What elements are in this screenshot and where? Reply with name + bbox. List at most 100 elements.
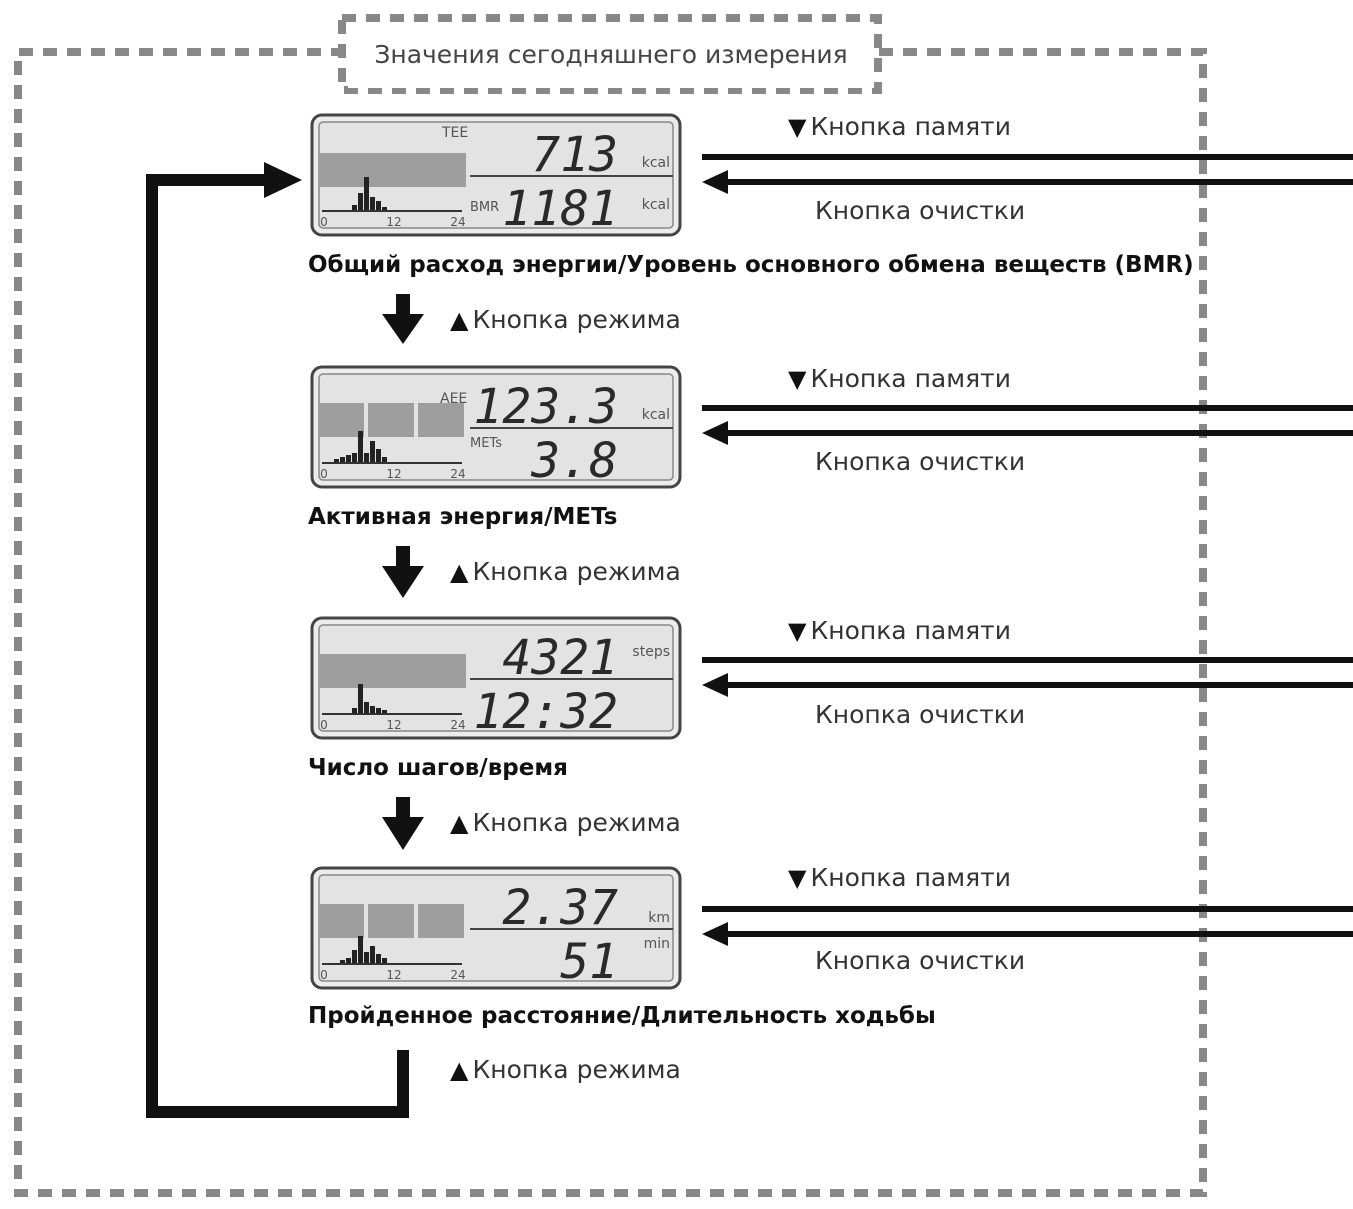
histogram-bar <box>376 954 381 964</box>
histogram-bar <box>358 684 363 714</box>
mode-button-text: Кнопка режима <box>472 305 681 334</box>
histogram-bar <box>364 702 369 714</box>
lcd-bottom-value: 3.8 <box>530 433 618 489</box>
histogram-bar <box>376 708 381 714</box>
histogram-bar <box>376 449 381 463</box>
mode-button-label: ▲Кнопка режима <box>450 305 681 334</box>
dashed-frame <box>14 14 1207 1197</box>
axis-tick-label: 12 <box>386 215 401 229</box>
lcd-top-value: 123.3 <box>474 379 619 435</box>
mode-button-text: Кнопка режима <box>472 1055 681 1084</box>
histogram-band <box>318 904 364 938</box>
lcd-bottom-value: 51 <box>560 934 618 990</box>
down-arrow-icon <box>382 294 424 344</box>
lcd-top-value: 713 <box>531 127 618 183</box>
screen-caption: Общий расход энергии/Уровень основного о… <box>308 252 1194 278</box>
mode-button-text: Кнопка режима <box>472 808 681 837</box>
axis-tick-label: 0 <box>320 968 328 982</box>
histogram-bar <box>370 441 375 463</box>
histogram-bar <box>346 455 351 463</box>
down-arrow-icon <box>382 546 424 598</box>
histogram-bar <box>382 457 387 463</box>
up-triangle-icon: ▲ <box>450 306 469 334</box>
memory-button-text: Кнопка памяти <box>810 863 1011 892</box>
memory-button-label: ▼Кнопка памяти <box>788 364 1011 393</box>
histogram-bar <box>364 952 369 964</box>
histogram-band <box>368 904 414 938</box>
histogram-bar <box>334 459 339 463</box>
histogram-band <box>318 654 466 688</box>
memory-button-label: ▼Кнопка памяти <box>788 112 1011 141</box>
histogram-bar <box>358 936 363 964</box>
histogram-band <box>368 403 414 437</box>
lcd-top-unit: kcal <box>642 155 670 171</box>
axis-tick-label: 0 <box>320 718 328 732</box>
up-triangle-icon: ▲ <box>450 809 469 837</box>
histogram-bar <box>370 946 375 964</box>
axis-tick-label: 24 <box>450 718 465 732</box>
axis-tick-label: 12 <box>386 467 401 481</box>
axis-tick-label: 24 <box>450 215 465 229</box>
histogram-band <box>418 904 464 938</box>
lcd-top-unit: km <box>648 910 670 926</box>
mode-button-label: ▲Кнопка режима <box>450 557 681 586</box>
axis-tick-label: 24 <box>450 467 465 481</box>
histogram-bar <box>376 201 381 211</box>
histogram-bar <box>358 193 363 211</box>
histogram-bar <box>370 706 375 714</box>
histogram-bar <box>352 453 357 463</box>
memory-button-label: ▼Кнопка памяти <box>788 616 1011 645</box>
lcd-bottom-value: 1181 <box>502 181 618 237</box>
screen-caption: Активная энергия/METs <box>308 504 618 530</box>
lcd-bottom-value: 12:32 <box>474 684 619 740</box>
histogram-bar <box>340 457 345 463</box>
histogram-bar <box>364 453 369 463</box>
clear-button-label: Кнопка очистки <box>815 700 1026 729</box>
clear-button-label: Кнопка очистки <box>815 946 1026 975</box>
clear-button-label: Кнопка очистки <box>815 447 1026 476</box>
histogram-bar <box>382 958 387 964</box>
memory-button-text: Кнопка памяти <box>810 112 1011 141</box>
down-arrow-icon <box>382 797 424 850</box>
histogram-bar <box>340 960 345 964</box>
memory-button-text: Кнопка памяти <box>810 364 1011 393</box>
memory-button-label: ▼Кнопка памяти <box>788 863 1011 892</box>
histogram-bar <box>382 710 387 714</box>
memory-button-text: Кнопка памяти <box>810 616 1011 645</box>
lcd-top-tag: TEE <box>441 125 468 141</box>
histogram-bar <box>364 177 369 211</box>
histogram-bar <box>352 205 357 211</box>
lcd-top-value: 2.37 <box>502 880 618 936</box>
histogram-band <box>318 153 466 187</box>
histogram-bar <box>370 197 375 211</box>
down-triangle-icon: ▼ <box>788 365 807 393</box>
lcd-top-value: 4321 <box>502 630 618 686</box>
histogram-band <box>418 403 464 437</box>
down-triangle-icon: ▼ <box>788 617 807 645</box>
axis-tick-label: 12 <box>386 718 401 732</box>
histogram-bar <box>346 958 351 964</box>
clear-button-label: Кнопка очистки <box>815 196 1026 225</box>
histogram-bar <box>382 207 387 211</box>
down-triangle-icon: ▼ <box>788 113 807 141</box>
axis-tick-label: 0 <box>320 215 328 229</box>
axis-tick-label: 12 <box>386 968 401 982</box>
frame-title: Значения сегодняшнего измерения <box>348 22 874 88</box>
screen-caption: Пройденное расстояние/Длительность ходьб… <box>308 1003 936 1029</box>
mode-button-text: Кнопка режима <box>472 557 681 586</box>
lcd-top-unit: steps <box>632 644 670 660</box>
histogram-bar <box>358 431 363 463</box>
histogram-band <box>318 403 364 437</box>
screen-caption: Число шагов/время <box>308 755 568 781</box>
lcd-top-unit: kcal <box>642 407 670 423</box>
mode-button-label: ▲Кнопка режима <box>450 1055 681 1084</box>
axis-tick-label: 0 <box>320 467 328 481</box>
axis-tick-label: 24 <box>450 968 465 982</box>
histogram-bar <box>352 708 357 714</box>
histogram-bar <box>352 950 357 964</box>
